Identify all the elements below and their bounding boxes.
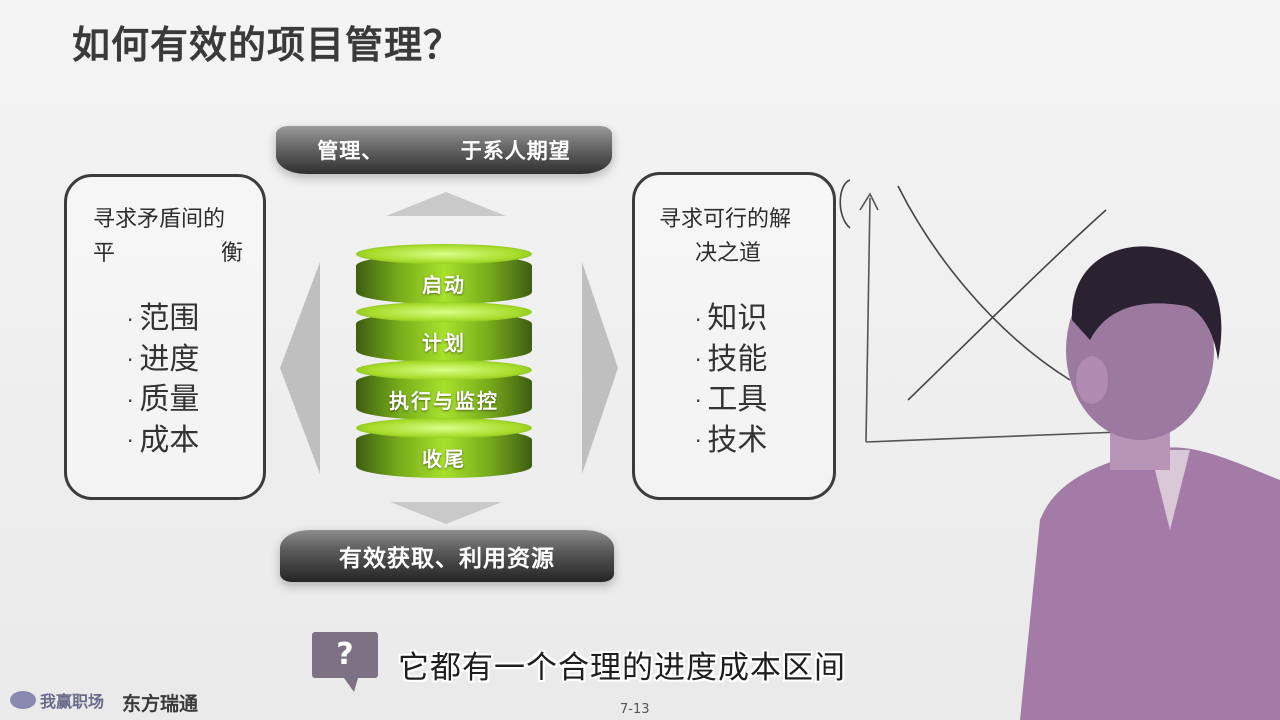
stack-layer-label: 计划 (422, 330, 466, 355)
arrow-right-icon (582, 262, 618, 474)
logo-wy-text: 我赢职场 (40, 692, 105, 711)
balance-heading: 寻求矛盾间的 平 衡 (93, 203, 253, 271)
arrow-down-icon (390, 502, 502, 524)
list-item: 进度 (127, 340, 199, 381)
solution-heading: 寻求可行的解 决之道 (659, 203, 819, 271)
solution-list: 知识 技能 工具 技术 (695, 299, 767, 461)
balance-heading-char-a: 平 (93, 241, 116, 266)
list-item: 技术 (695, 421, 767, 462)
list-item: 知识 (695, 299, 767, 340)
page-number: 7-13 (620, 702, 650, 717)
resources-cap: 有效获取、利用资源 (280, 530, 614, 582)
question-mark-icon: ? (312, 632, 378, 692)
list-item: 范围 (127, 299, 199, 340)
arrow-up-icon (386, 192, 506, 216)
balance-box: 寻求矛盾间的 平 衡 范围 进度 质量 成本 (64, 174, 266, 500)
list-item: 质量 (127, 380, 199, 421)
stack-layer: 计划 (356, 302, 532, 362)
list-item: 工具 (695, 380, 767, 421)
list-item: 成本 (127, 421, 199, 462)
handdrawn-sketch (839, 179, 1120, 443)
stack-layer-label: 收尾 (422, 446, 466, 471)
stakeholder-cap: 管理、 于系人期望 (276, 126, 612, 174)
arrow-left-icon (280, 262, 320, 474)
logo-mark-icon (10, 691, 36, 709)
page-title: 如何有效的项目管理？ (72, 23, 463, 67)
process-stack: 启动 计划 执行与监控 收尾 (356, 244, 532, 486)
stack-layer: 启动 (356, 244, 532, 304)
presenter-image (1020, 246, 1280, 720)
balance-heading-line1: 寻求矛盾间的 (93, 207, 226, 232)
stack-layer-label: 执行与监控 (389, 388, 499, 413)
balance-heading-char-b: 衡 (220, 241, 243, 266)
solution-heading-line1: 寻求可行的解 (659, 207, 792, 232)
stack-layer: 收尾 (356, 418, 532, 478)
video-subtitle: 它都有一个合理的进度成本区间 (398, 650, 846, 686)
solution-heading-line2: 决之道 (695, 241, 762, 266)
stack-layer: 执行与监控 (356, 360, 532, 420)
balance-list: 范围 进度 质量 成本 (127, 299, 199, 461)
list-item: 技能 (695, 340, 767, 381)
balance-heading-line2: 平 衡 (93, 237, 243, 271)
stack-layer-label: 启动 (422, 272, 466, 297)
logo-dfrt: 东方瑞通 (122, 693, 199, 715)
logo-wy: 我赢职场 (10, 688, 104, 712)
solution-box: 寻求可行的解 决之道 知识 技能 工具 技术 (632, 172, 836, 500)
